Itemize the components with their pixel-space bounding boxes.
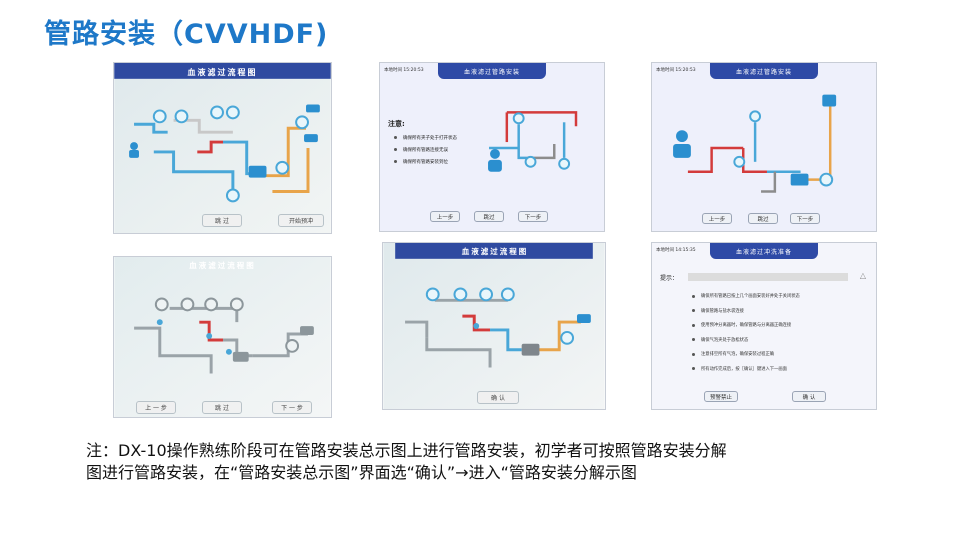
prev-step-button[interactable]: 上 一 步 [136, 401, 176, 414]
flowchart-step-diagram [114, 257, 331, 417]
bullet-icon [692, 294, 695, 298]
flowchart-overview-diagram [114, 63, 331, 233]
note-item: 确保所有管路连接无误 [388, 147, 457, 153]
screenshot-install-notes: 本地时间 15:20:53 血液滤过管路安装 注意: 确保所有夹子处于打开状态 … [379, 62, 605, 232]
skip-button[interactable]: 跳 过 [202, 401, 242, 414]
skip-button[interactable]: 跳过 [748, 213, 778, 224]
notes-title: 注意: [388, 120, 405, 128]
confirm-button[interactable]: 确 认 [792, 391, 826, 402]
next-step-button[interactable]: 下一步 [518, 211, 548, 222]
bullet-icon [394, 160, 397, 163]
tip-item: 注意排空所有气泡，确保安装过程正确 [692, 351, 800, 357]
footnote-line1: 注：DX-10操作熟练阶段可在管路安装总示图上进行管路安装，初学者可按照管路安装… [86, 441, 727, 460]
local-time: 本地时间 15:20:53 [656, 68, 696, 73]
screenshot-flowchart-step: 血液滤过流程图 上 一 步 跳 过 下 一 步 [113, 256, 332, 418]
start-prime-button[interactable]: 开始预冲 [278, 214, 324, 227]
bullet-icon [692, 309, 695, 312]
skip-button[interactable]: 跳过 [474, 211, 504, 222]
panel1-header: 血液滤过流程图 [187, 67, 258, 77]
footnote: 注：DX-10操作熟练阶段可在管路安装总示图上进行管路安装，初学者可按照管路安装… [86, 440, 876, 484]
skip-button[interactable]: 跳 过 [202, 214, 242, 227]
bullet-icon [394, 136, 397, 139]
tip-item: 使用预冲分离器时，确保管路与分离器正确连接 [692, 322, 800, 328]
tips-list: 确保所有管路已按上几个画面安装好并处于关闭状态 确保管路与盐水袋连接 使用预冲分… [692, 293, 800, 380]
tip-item: 确保气泡夹处于放松状态 [692, 337, 800, 343]
confirm-button[interactable]: 确 认 [477, 391, 519, 404]
notes-section: 注意: 确保所有夹子处于打开状态 确保所有管路连接无误 确保所有管路安装到位 [388, 119, 457, 171]
prev-step-button[interactable]: 上一步 [430, 211, 460, 222]
next-step-button[interactable]: 下一步 [790, 213, 820, 224]
local-time: 本地时间 15:20:53 [384, 68, 424, 73]
install-notes-diagram [380, 63, 604, 231]
bullet-icon [692, 338, 695, 341]
tips-label: 提示： [660, 275, 679, 282]
panel6-header: 血液滤过冲洗准备 [709, 243, 819, 259]
tip-item: 所有动作完成后，按［确认］键进入下一画面 [692, 366, 800, 372]
flowchart-confirm-diagram [383, 243, 605, 409]
install-step-diagram [652, 63, 876, 231]
bell-icon: △ [859, 271, 866, 280]
screenshot-flowchart-confirm: 血液滤过流程图 确 认 [382, 242, 606, 410]
panel4-header: 血液滤过流程图 [189, 260, 256, 270]
tip-item: 确保所有管路已按上几个画面安装好并处于关闭状态 [692, 293, 800, 299]
bullet-icon [394, 148, 397, 151]
alarm-mute-button[interactable]: 预警禁止 [704, 391, 738, 402]
next-step-button[interactable]: 下 一 步 [272, 401, 312, 414]
panel2-header: 血液滤过管路安装 [437, 63, 547, 79]
footnote-line2: 图进行管路安装，在“管路安装总示图”界面选“确认”→进入“管路安装分解示图 [86, 463, 637, 482]
panel5-header: 血液滤过流程图 [461, 246, 529, 256]
bullet-icon [692, 323, 695, 327]
note-item: 确保所有管路安装到位 [388, 159, 457, 165]
screenshot-flush-prep: 本地时间 14:15:35 血液滤过冲洗准备 提示： △ 确保所有管路已按上几个… [651, 242, 877, 410]
local-time: 本地时间 14:15:35 [656, 248, 696, 253]
screenshot-flowchart-overview: 血液滤过流程图 跳 过 开始预冲 [113, 62, 332, 234]
screenshot-install-step: 本地时间 15:20:53 血液滤过管路安装 上一步 跳过 下一步 [651, 62, 877, 232]
panel3-header: 血液滤过管路安装 [709, 63, 819, 79]
prev-step-button[interactable]: 上一步 [702, 213, 732, 224]
bullet-icon [692, 367, 695, 370]
tips-bar [688, 273, 848, 281]
tip-item: 确保管路与盐水袋连接 [692, 308, 800, 314]
page-title: 管路安装（CVVHDF) [44, 19, 329, 50]
bullet-icon [692, 352, 695, 356]
note-item: 确保所有夹子处于打开状态 [388, 135, 457, 141]
